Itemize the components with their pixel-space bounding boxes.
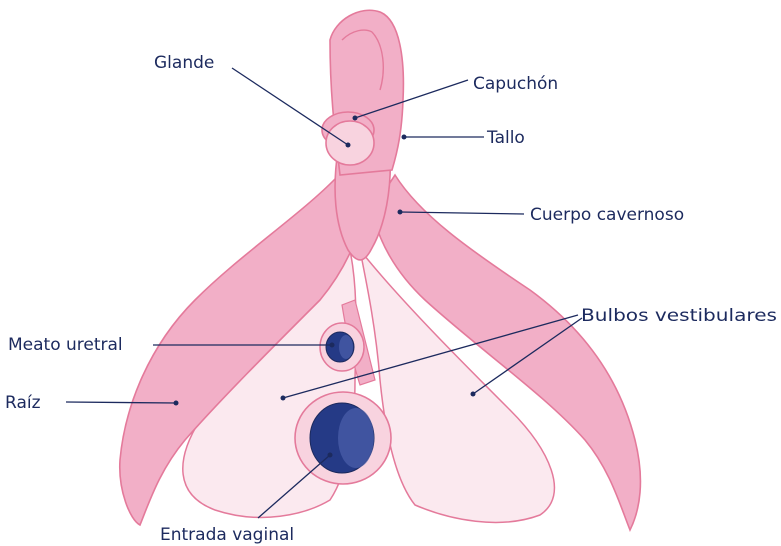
arrow-entrada	[328, 453, 333, 458]
label-glande: Glande	[154, 53, 214, 73]
label-capuchon: Capuchón	[473, 74, 558, 94]
arrow-glande	[346, 143, 351, 148]
arrow-bulbos-right	[471, 392, 476, 397]
label-cuerpo-cavernoso: Cuerpo cavernoso	[530, 205, 684, 225]
vaginal-shade	[338, 408, 374, 468]
arrow-bulbos-left	[281, 396, 286, 401]
arrow-tallo	[402, 135, 407, 140]
label-entrada-vaginal: Entrada vaginal	[160, 525, 294, 545]
urethral-shade	[339, 335, 353, 359]
arrow-cuerpo	[398, 210, 403, 215]
label-meato-uretral: Meato uretral	[8, 335, 123, 355]
arrow-raiz	[174, 401, 179, 406]
glans	[326, 121, 374, 165]
label-bulbos-vestibulares: Bulbos vestibulares	[581, 306, 777, 326]
arrow-meato	[330, 343, 335, 348]
arrow-capuchon	[353, 116, 358, 121]
label-tallo: Tallo	[486, 128, 525, 148]
label-raiz: Raíz	[5, 393, 41, 413]
